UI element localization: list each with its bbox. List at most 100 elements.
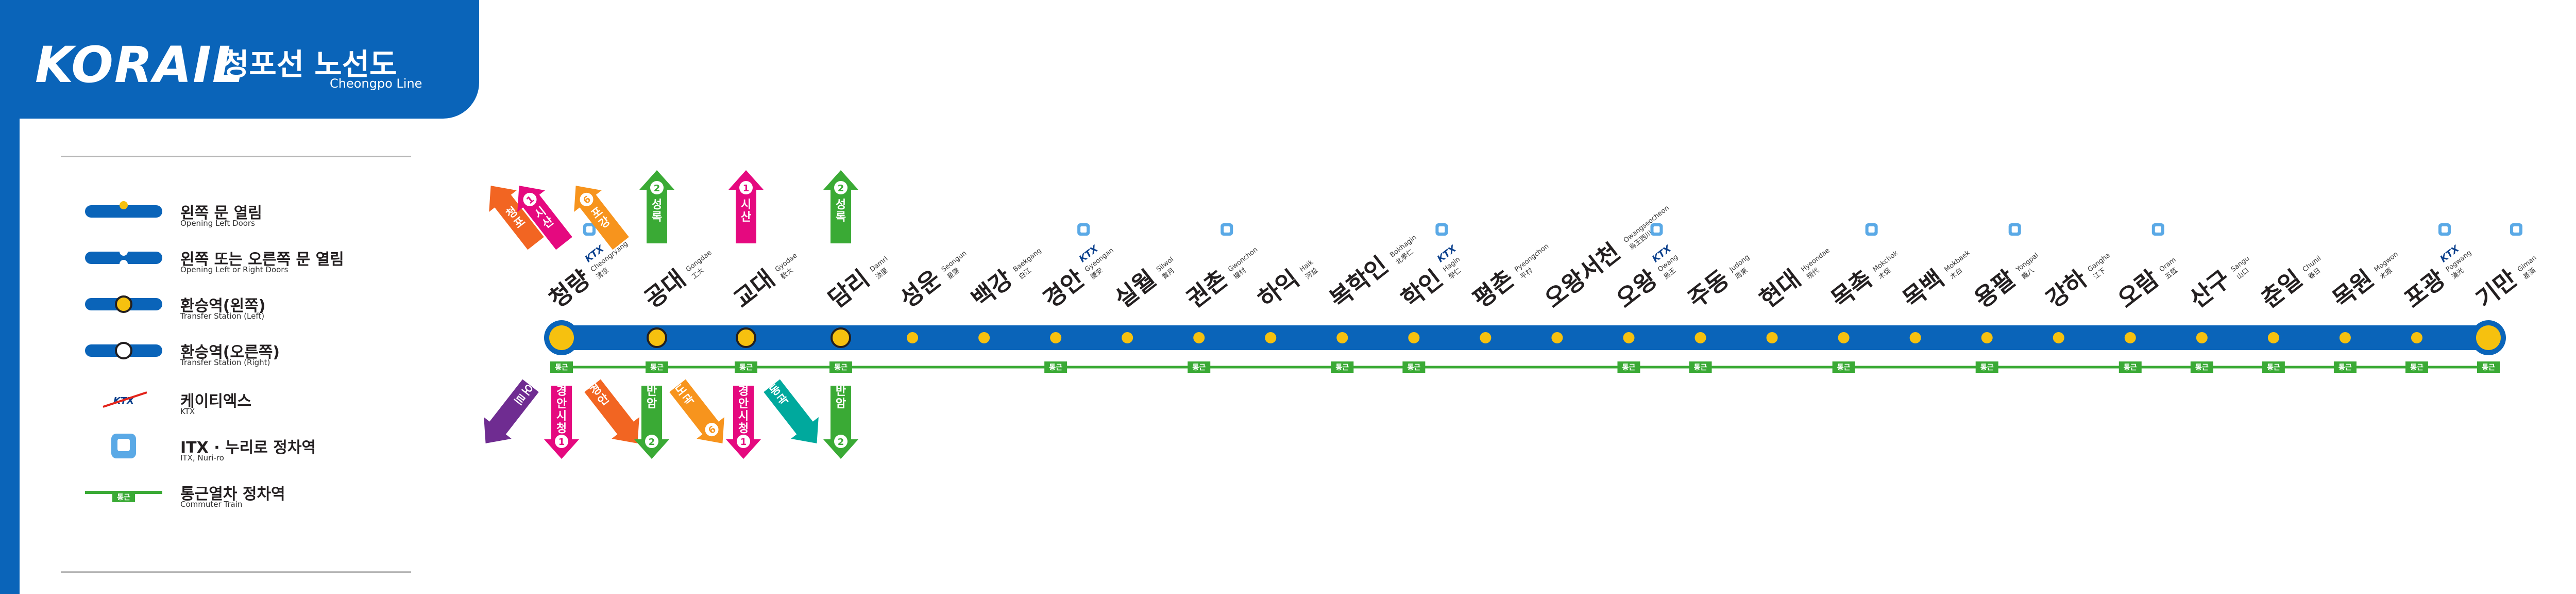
transfer-arrow-down[interactable]: 2 반암	[823, 385, 858, 459]
commuter-tag: 통근	[1402, 361, 1426, 373]
arrow-label: 경	[738, 385, 749, 398]
arrow-label: 반	[836, 385, 846, 398]
legend-label-both-doors: 왼쪽 또는 오른쪽 문 열림	[180, 251, 344, 269]
station-name-ko: 강하	[2041, 265, 2092, 314]
station-name-ko: 목원	[2327, 265, 2379, 314]
commuter-tag: 통근	[1689, 361, 1712, 373]
station-name-ko: 교대	[728, 265, 780, 314]
legend-label-transfer-right: 환승역(오른쪽)	[180, 343, 280, 361]
svg-text:2: 2	[838, 183, 844, 194]
station-dot	[1336, 332, 1348, 343]
station-name-ko: 현대	[1754, 265, 1806, 314]
svg-text:통근: 통근	[2124, 364, 2137, 372]
transfer-arrow-up[interactable]: 1시산	[505, 175, 578, 254]
station-dot	[2411, 332, 2422, 343]
commuter-tag: 통근	[646, 361, 668, 373]
commuter-tag: 통근	[2333, 361, 2357, 373]
sidebar-strip	[0, 119, 20, 594]
arrow-label: 암	[836, 398, 846, 410]
svg-text:통근: 통근	[1192, 364, 1206, 372]
arrow-shape	[489, 186, 544, 250]
itx-icon-glyph	[1868, 226, 1875, 233]
arrow-shape	[823, 170, 858, 243]
arrow-label: 청	[556, 422, 567, 435]
itx-icon-glyph	[2513, 226, 2519, 233]
transfer-arrow-up[interactable]: 2성록	[639, 170, 674, 243]
station-dot	[2339, 332, 2351, 343]
arrow-shape	[823, 386, 858, 459]
legend-label-itx: ITX · 누리로 정차역	[180, 439, 316, 457]
transfer-arrow-up[interactable]: 2성록	[823, 170, 858, 243]
arrow-shape	[726, 386, 761, 459]
station-dot	[1694, 332, 1706, 343]
station-name-ko: 오왕	[1611, 265, 1663, 314]
legend-label-ktx: 케이티엑스	[180, 392, 251, 410]
arrow-label: 성	[652, 199, 662, 211]
legend-symbol-commuter: 통근	[85, 491, 162, 502]
legend-sublabel-ktx: KTX	[180, 407, 195, 416]
line-number-badge	[834, 181, 848, 194]
station-name-ko: 춘일	[2256, 265, 2307, 314]
commuter-tag: 통근	[550, 361, 573, 373]
svg-text:통근: 통근	[2195, 364, 2209, 372]
transfer-arrow-down[interactable]: 경안	[579, 374, 652, 454]
transfer-arrow-down[interactable]: 6도곡	[664, 374, 737, 454]
station-name-ko: 목촉	[1826, 265, 1877, 314]
station-name-ko: 오왕서천	[1539, 238, 1625, 314]
transfer-arrow-down[interactable]: 동곡	[758, 374, 831, 454]
legend-sublabel-commuter: Commuter Train	[180, 500, 243, 509]
arrow-shape	[484, 379, 539, 443]
legend-sublabel-both-doors: Opening Left or Right Doors	[180, 265, 289, 274]
transfer-marker	[647, 327, 667, 348]
transfer-arrow-down[interactable]: 2반암	[634, 385, 669, 459]
svg-text:통근: 통근	[117, 493, 130, 502]
station-name-ko: 담리	[823, 265, 875, 314]
arrow-label: 안	[556, 398, 567, 410]
svg-text:1: 1	[558, 437, 565, 448]
svg-text:통근: 통근	[2410, 364, 2424, 372]
legend-sublabel-itx: ITX, Nuri-ro	[180, 453, 224, 463]
station-name-ko: 성운	[895, 265, 946, 314]
line-number-badge	[650, 181, 664, 194]
transfer-arrow-up[interactable]: 6포강	[562, 175, 635, 254]
svg-text:2: 2	[838, 437, 844, 448]
transfer-arrow-down[interactable]: 오르	[472, 374, 545, 454]
transfer-arrow-up[interactable]: 1시산	[728, 170, 764, 243]
station-dot	[1909, 332, 1921, 343]
transfer-arrow-up[interactable]: 청포	[477, 175, 550, 254]
legend-sublabel-left-doors: Opening Left Doors	[180, 219, 255, 228]
station-dot	[978, 332, 990, 343]
commuter-tag: 통근	[2262, 361, 2285, 373]
station-dot	[1050, 332, 1062, 343]
itx-icon-glyph	[1080, 226, 1087, 233]
station-name-ko: 목백	[1897, 265, 1949, 314]
svg-text:통근: 통근	[650, 364, 664, 372]
arrow-label: 반	[647, 385, 657, 398]
commuter-tag: 통근	[2477, 361, 2500, 373]
legend-label-left-doors: 왼쪽 문 열림	[180, 204, 262, 222]
